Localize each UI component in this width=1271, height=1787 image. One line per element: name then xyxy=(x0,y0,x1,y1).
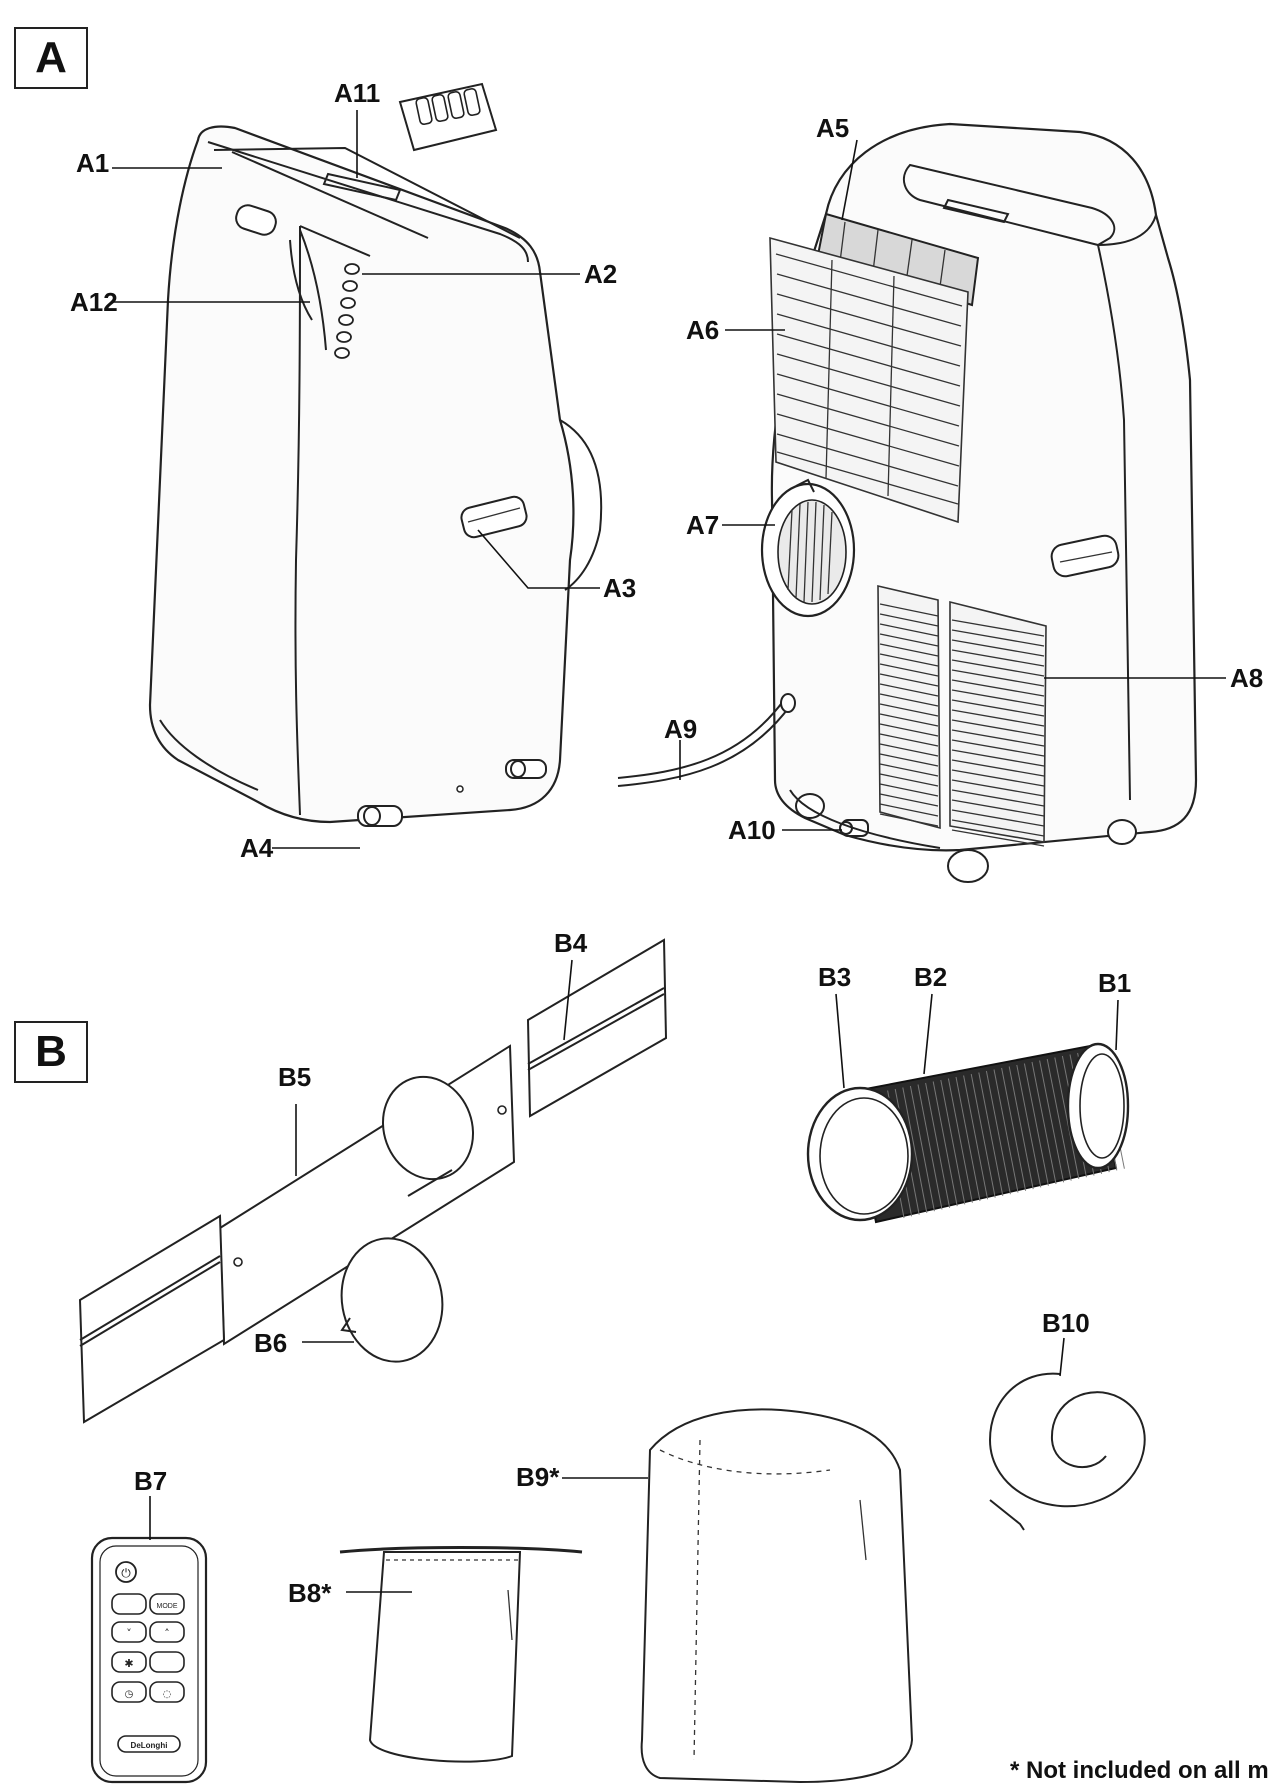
callout-a10: A10 xyxy=(728,815,776,845)
callout-b10: B10 xyxy=(1042,1308,1090,1338)
section-b: B xyxy=(14,1021,88,1083)
callout-a8: A8 xyxy=(1230,663,1263,693)
sealing-strip-illustration: B10 xyxy=(988,1308,1146,1531)
svg-text:⏻: ⏻ xyxy=(121,1566,131,1580)
section-a: A xyxy=(14,27,88,89)
callout-a1: A1 xyxy=(76,148,109,178)
remote-control-small-illustration xyxy=(398,82,498,152)
callout-a5: A5 xyxy=(816,113,849,143)
caster-wheels xyxy=(357,759,547,827)
callout-b2: B2 xyxy=(914,962,947,992)
svg-text:✱: ✱ xyxy=(124,1657,133,1670)
rear-grille xyxy=(769,236,969,524)
callout-b1: B1 xyxy=(1098,968,1131,998)
b-upper-callouts: B1 B2 B3 B4 B5 B6 xyxy=(254,928,1131,1358)
callout-a4: A4 xyxy=(240,833,274,863)
callout-a7: A7 xyxy=(686,510,719,540)
a-callouts: A1 A11 A2 A12 A3 A4 A5 A6 A7 A8 A9 A10 xyxy=(70,78,1263,863)
control-buttons xyxy=(334,263,360,359)
remote-mode-label: MODE xyxy=(157,1603,178,1610)
callout-a2: A2 xyxy=(584,259,617,289)
filter-bag-illustration: B8* xyxy=(288,1546,583,1763)
lower-grilles xyxy=(877,584,1047,847)
back-unit-illustration xyxy=(617,122,1198,883)
callout-b9: B9* xyxy=(516,1462,560,1492)
callout-a6: A6 xyxy=(686,315,719,345)
section-b-label: B xyxy=(35,1027,67,1076)
callout-b4: B4 xyxy=(554,928,588,958)
callout-a3: A3 xyxy=(603,573,636,603)
remote-brand-logo: DeLonghi xyxy=(131,1741,168,1750)
svg-text:˅: ˅ xyxy=(126,1627,132,1640)
unit-cover-illustration: B9* xyxy=(516,1408,914,1784)
callout-b3: B3 xyxy=(818,962,851,992)
callout-a11: A11 xyxy=(334,78,380,108)
hose-illustration xyxy=(806,1042,1130,1224)
svg-text:˄: ˄ xyxy=(164,1627,170,1640)
window-kit-illustration xyxy=(78,938,668,1424)
exhaust-outlet xyxy=(760,478,856,618)
footnote-not-included: * Not included on all m xyxy=(1010,1757,1269,1784)
callout-a9: A9 xyxy=(664,714,697,744)
b-upper-leaders xyxy=(295,959,1119,1343)
callout-b7: B7 xyxy=(134,1466,167,1496)
callout-b8: B8* xyxy=(288,1578,332,1608)
a-leaders xyxy=(112,110,1226,849)
remote-control-illustration: ⏻ MODE ˅ ˄ ✱ ◷ ◌ DeLonghi B7 xyxy=(90,1466,208,1784)
callout-a12: A12 xyxy=(70,287,118,317)
front-unit-illustration xyxy=(148,125,603,827)
svg-text:◌: ◌ xyxy=(163,1689,172,1700)
section-a-label: A xyxy=(35,33,67,82)
svg-text:◷: ◷ xyxy=(125,1689,134,1700)
callout-b5: B5 xyxy=(278,1062,311,1092)
callout-b6: B6 xyxy=(254,1328,287,1358)
